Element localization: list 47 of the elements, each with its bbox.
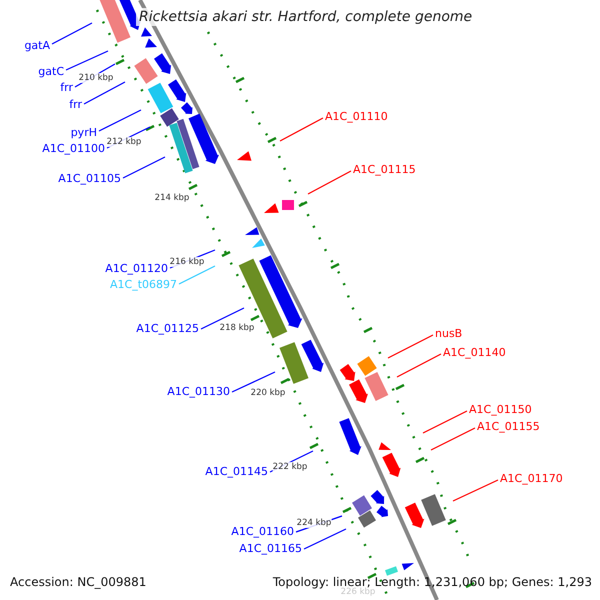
scale-label: 210 kbp xyxy=(78,73,114,83)
scale-label: 216 kbp xyxy=(170,257,204,267)
leader-line xyxy=(98,109,142,132)
gene-label: A1C_01155 xyxy=(477,420,540,433)
gene-label: A1C_t06897 xyxy=(110,278,177,291)
gene-label: frr xyxy=(60,81,73,94)
leader-line xyxy=(308,170,352,195)
gene-label: A1C_01150 xyxy=(469,403,532,416)
leader-line xyxy=(304,528,346,550)
gene-label: A1C_01115 xyxy=(353,163,416,176)
leader-line xyxy=(84,81,126,105)
leader-line xyxy=(422,410,468,434)
gene-label: A1C_01145 xyxy=(205,465,268,478)
gene-label: A1C_01125 xyxy=(136,322,199,335)
gene-label: A1C_01160 xyxy=(231,525,294,538)
gene-label: nusB xyxy=(435,327,462,340)
leader-line xyxy=(178,265,216,285)
leader-line xyxy=(232,371,276,393)
leader-line xyxy=(280,117,324,142)
summary-text: Topology: linear; Length: 1,231,060 bp; Genes: 1,293 xyxy=(272,575,592,589)
leader-line xyxy=(396,353,442,378)
gene-label: A1C_01130 xyxy=(167,385,230,398)
scale-label: 214 kbp xyxy=(154,193,190,203)
leader-line xyxy=(66,50,108,71)
scale-label: 218 kbp xyxy=(220,323,254,333)
leader-line xyxy=(122,156,166,179)
gene-label: A1C_01110 xyxy=(325,110,388,123)
leader-line xyxy=(452,479,498,502)
gene-label: A1C_01170 xyxy=(500,472,563,485)
scale-label: 220 kbp xyxy=(250,388,286,398)
leader-line xyxy=(388,334,434,359)
scale-label: 212 kbp xyxy=(106,137,142,147)
leader-line xyxy=(200,307,244,330)
gene-label: A1C_01100 xyxy=(42,142,105,155)
gene-label: A1C_01165 xyxy=(239,542,302,555)
gene-label: gatC xyxy=(38,65,64,78)
gene-label: pyrH xyxy=(70,126,97,139)
scale-label: 224 kbp xyxy=(296,518,332,528)
gene-label: frr xyxy=(69,98,82,111)
gene-label: A1C_01105 xyxy=(58,172,121,185)
gene-label: gatA xyxy=(24,39,50,52)
gene-label: A1C_01140 xyxy=(443,346,506,359)
accession-text: Accession: NC_009881 xyxy=(10,575,146,589)
leader-line xyxy=(430,427,476,451)
scale-label: 222 kbp xyxy=(272,462,308,472)
gene-label: A1C_01120 xyxy=(105,262,168,275)
leader-line xyxy=(52,22,92,45)
